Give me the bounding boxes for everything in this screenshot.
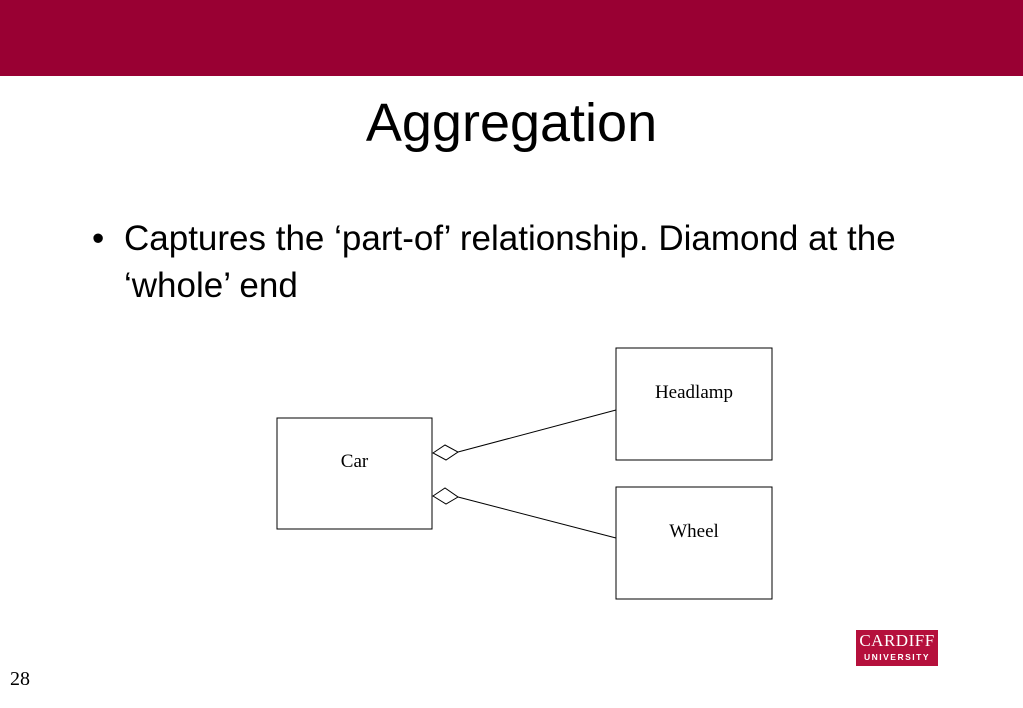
association-line-headlamp [457,409,617,453]
logo-text-university: UNIVERSITY [863,652,930,662]
aggregation-car-wheel [432,487,617,539]
bullet-item: • Captures the ‘part-of’ relationship. D… [92,215,952,309]
bullet-icon: • [92,219,105,258]
university-logo: CARDIFF UNIVERSITY [856,630,938,666]
association-line-wheel [457,496,617,539]
slide-number: 28 [10,668,30,690]
aggregation-car-headlamp [432,409,617,461]
header-bar [0,0,1023,76]
class-car: Car [276,417,433,530]
class-wheel-label: Wheel [669,521,719,542]
class-car-box [276,417,433,530]
aggregation-diamond-icon [432,444,459,461]
slide-title: Aggregation [365,93,658,153]
logo-text-cardiff: CARDIFF [859,631,935,650]
class-wheel: Wheel [615,486,773,600]
aggregation-diamond-icon [432,487,459,505]
class-car-label: Car [341,451,369,472]
class-headlamp: Headlamp [615,347,773,461]
class-headlamp-label: Headlamp [655,382,733,403]
bullet-text: Captures the ‘part-of’ relationship. Dia… [124,219,896,305]
class-wheel-box [615,486,773,600]
class-headlamp-box [615,347,773,461]
